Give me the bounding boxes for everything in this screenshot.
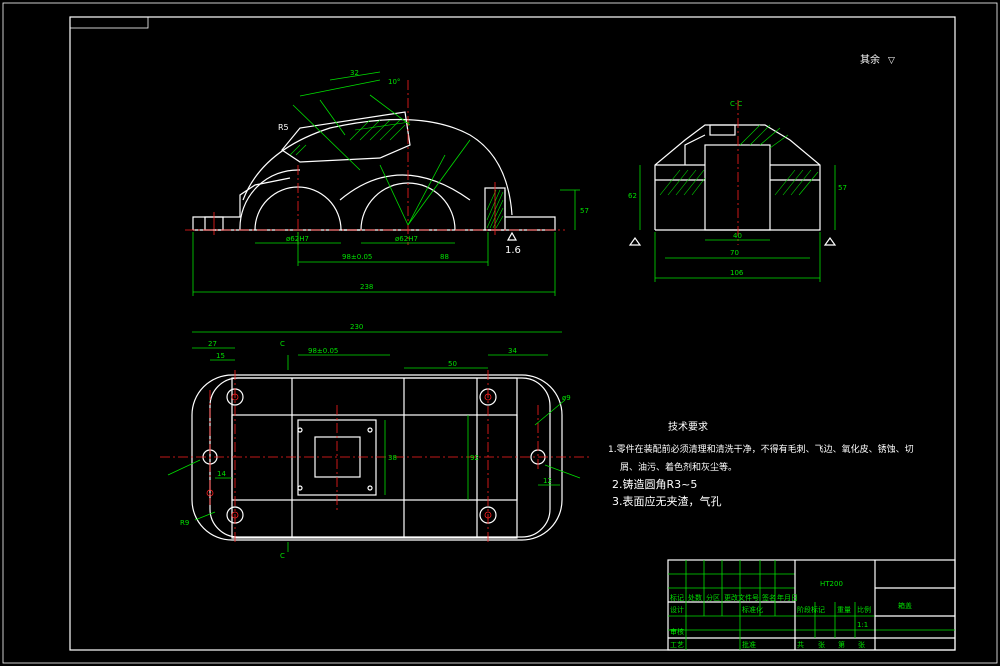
drawing-number-box [69,16,149,29]
dim-plan-left2: 15 [216,352,225,360]
svg-text:年月日: 年月日 [777,593,798,602]
dim-plan-height: 92 [470,454,479,462]
dim-front-height: 57 [580,207,589,215]
tech-heading: 技术要求 [668,420,708,433]
svg-text:比例: 比例 [857,605,871,614]
svg-text:共: 共 [797,640,804,649]
dim-left-bore: ø62H7 [286,235,309,243]
front-view: 238 98±0.05 88 ø62H7 ø62H7 57 32 10° R5 … [185,69,589,296]
plan-view: C C 230 27 15 98±0.05 50 34 92 38 14 12 … [160,323,590,560]
dim-plan-small: 38 [388,454,397,462]
front-roughness: 1.6 [505,245,521,256]
title-material: HT200 [820,580,843,588]
svg-text:1:1: 1:1 [857,621,868,629]
side-hatch [659,124,819,196]
dim-front-center: 98±0.05 [342,253,372,261]
surface-finish-note: 其余 [860,53,880,66]
dim-plan-b2: 12 [543,477,552,485]
front-hatch [289,119,406,156]
dim-front-angle: 10° [388,78,400,86]
svg-text:张: 张 [818,640,825,649]
side-view: C-C 106 70 40 [628,100,847,282]
dim-side-h2: 57 [838,184,847,192]
dim-plan-hole: ø9 [562,394,571,402]
dim-side-bottom: 40 [733,232,742,240]
dim-plan-b1: 14 [217,470,226,478]
dim-plan-left: 27 [208,340,217,348]
title-part-name: 箱盖 [898,601,912,610]
roughness-symbol: ▽ [888,56,895,66]
dim-plan-center: 98±0.05 [308,347,338,355]
tech-item1-line2: 屑、油污、着色剂和灰尘等。 [620,461,737,473]
dim-plan-mid: 50 [448,360,457,368]
dim-front-overall: 238 [360,283,373,291]
roughness-mark [506,231,518,241]
section-mark-top: C [280,340,285,348]
svg-text:重量: 重量 [837,606,851,614]
tech-requirements: 技术要求 1.零件在装配前必须清理和清洗干净，不得有毛刺、飞边、氧化皮、锈蚀、切… [608,420,914,508]
dim-front-top: 32 [350,69,359,77]
tech-item3: 3.表面应无夹渣，气孔 [612,494,722,508]
dim-right-bore: ø62H7 [395,235,418,243]
dim-plan-overall: 230 [350,323,363,331]
tech-item2: 2.铸造圆角R3~5 [612,477,697,491]
svg-text:张: 张 [858,640,865,649]
svg-text:审核: 审核 [670,627,684,636]
svg-text:批准: 批准 [742,640,756,649]
svg-text:标准化: 标准化 [742,605,763,614]
svg-text:阶段标记: 阶段标记 [797,605,825,614]
section-mark-bottom: C [280,552,285,560]
svg-text:工艺: 工艺 [670,641,684,649]
svg-text:标记: 标记 [670,593,684,602]
drawing-frame [69,16,956,651]
svg-text:第: 第 [838,640,845,649]
svg-text:处数: 处数 [688,593,702,602]
tech-item1-line1: 1.零件在装配前必须清理和清洗干净，不得有毛刺、飞边、氧化皮、锈蚀、切 [608,443,914,455]
front-radius: R5 [278,123,289,132]
dim-side-h1: 62 [628,192,637,200]
title-block: HT200 箱盖 标记 处数 分区 更改文件号 签名 年月日 设计 标准化 阶段… [667,559,956,651]
svg-text:设计: 设计 [670,605,684,614]
dim-side-overall: 106 [730,269,744,277]
dim-front-part: 88 [440,253,449,261]
svg-text:更改文件号: 更改文件号 [724,593,759,602]
section-label: C-C [730,100,742,108]
dim-side-width: 70 [730,249,739,257]
svg-text:签名: 签名 [762,593,776,602]
dim-plan-right: 34 [508,347,517,355]
dim-plan-radius: R9 [180,519,189,527]
svg-text:分区: 分区 [706,593,720,602]
